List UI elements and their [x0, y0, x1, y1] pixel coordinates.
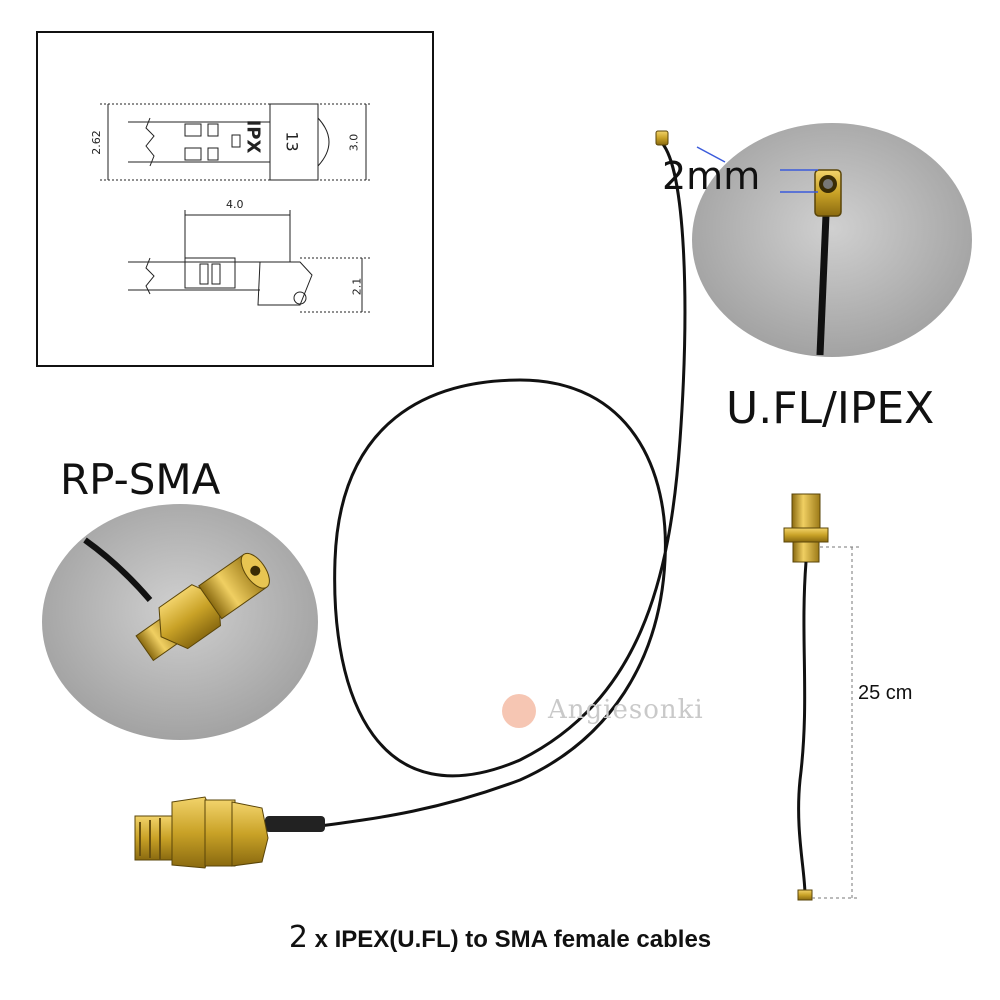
watermark-text: Angiesonki — [548, 695, 704, 725]
main-cable-boot — [265, 816, 325, 832]
ufl-diameter-label: 2mm — [662, 154, 761, 198]
dim-3-0: 3.0 — [347, 133, 361, 152]
dim-4-0: 4.0 — [226, 198, 244, 211]
caption-count: 2 — [288, 920, 308, 955]
dim-2-1: 2.1 — [350, 277, 364, 296]
cable-length-label: 25 cm — [858, 682, 913, 704]
ipx-marking: IPX — [242, 119, 264, 154]
main-sma-connector — [134, 796, 269, 869]
ufl-zoom-connector — [814, 169, 842, 217]
technical-drawing-box — [36, 31, 434, 367]
smiley-icon — [502, 694, 536, 728]
length-dimension-line — [812, 546, 860, 899]
ufl-dim-arrow — [696, 146, 726, 163]
main-ufl-connector — [655, 130, 669, 146]
ufl-zoom-circle — [692, 123, 972, 357]
ufl-zoom-cable — [816, 214, 830, 356]
caption-text: x IPEX(U.FL) to SMA female cables — [314, 926, 712, 953]
side-cable — [797, 561, 808, 896]
side-sma-connector — [783, 493, 829, 563]
sma-zoom-connector — [135, 552, 270, 662]
part-number: 13 — [282, 131, 302, 152]
dim-2-62: 2.62 — [89, 130, 103, 155]
ufl-title-label: U.FL/IPEX — [726, 383, 935, 434]
main-cable — [319, 142, 687, 828]
product-caption: 2 x IPEX(U.FL) to SMA female cables — [0, 920, 1000, 955]
sma-zoom-cable — [83, 537, 153, 602]
sma-title-label: RP-SMA — [60, 455, 221, 504]
side-ufl-connector — [797, 889, 813, 901]
